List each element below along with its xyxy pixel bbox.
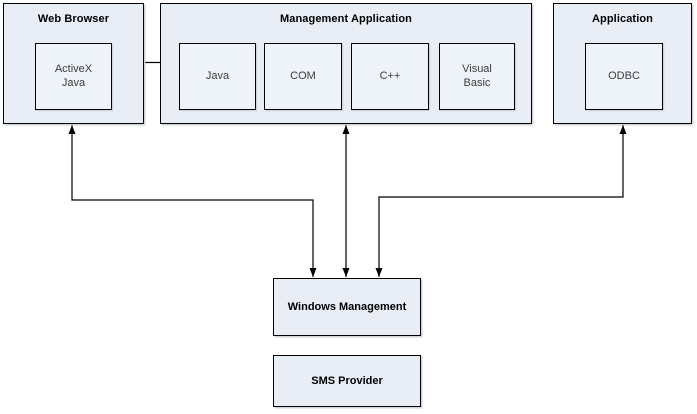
web-browser-box: Web Browser ActiveX Java (3, 3, 144, 124)
cpp-label: C++ (379, 69, 401, 82)
java-box: Java (179, 43, 256, 110)
application-title: Application (592, 13, 653, 25)
java-label: Java (205, 69, 230, 82)
application-box: Application ODBC (553, 3, 692, 124)
activex-java-label: ActiveX Java (54, 62, 93, 89)
management-application-box: Management Application Java COM C++ Visu… (160, 3, 532, 124)
windows-management-box: Windows Management (273, 278, 421, 336)
web-browser-title: Web Browser (37, 13, 110, 25)
sms-provider-label: SMS Provider (311, 375, 383, 387)
windows-management-label: Windows Management (287, 301, 407, 313)
connector-application-windows-management (375, 125, 627, 277)
odbc-box: ODBC (585, 43, 663, 110)
com-box: COM (264, 43, 342, 110)
odbc-label: ODBC (608, 69, 640, 82)
connector-web-browser-windows-management (68, 125, 317, 277)
activex-java-box: ActiveX Java (35, 43, 112, 110)
visual-basic-label: Visual Basic (462, 62, 492, 89)
cpp-box: C++ (351, 43, 429, 110)
com-label: COM (290, 69, 316, 82)
visual-basic-box: Visual Basic (439, 43, 515, 110)
sms-provider-box: SMS Provider (273, 355, 421, 407)
management-application-title: Management Application (280, 13, 412, 25)
